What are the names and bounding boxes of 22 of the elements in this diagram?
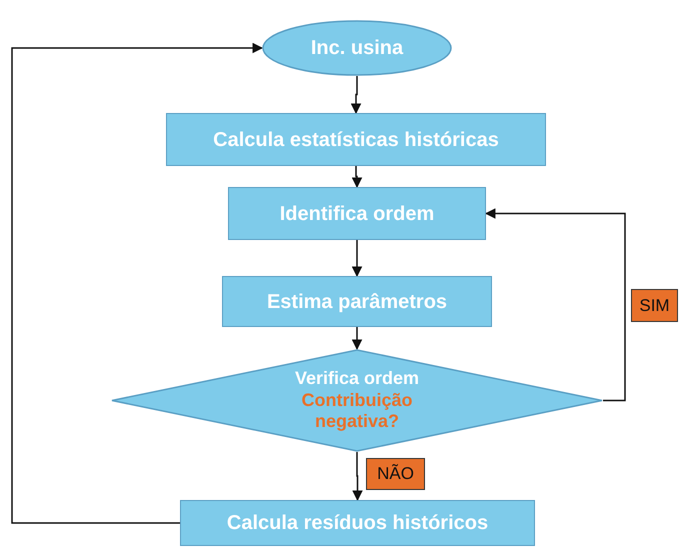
- node-text: Verifica ordem: [294, 368, 420, 390]
- arrow: [11, 42, 264, 524]
- process-box: [228, 187, 486, 240]
- start-ellipse: [262, 20, 452, 76]
- process-box: [222, 276, 492, 327]
- arrow: [352, 327, 362, 350]
- arrow: [352, 452, 363, 502]
- arrow: [352, 240, 362, 278]
- edge-label: SIM: [631, 289, 678, 322]
- node-text: Contribuição negativa?: [300, 390, 414, 433]
- arrow: [350, 76, 362, 114]
- arrow: [352, 166, 362, 188]
- node-text: Calcula resíduos históricos: [226, 511, 488, 535]
- arrow: [484, 208, 626, 402]
- decision-diamond: [111, 349, 603, 452]
- node-text: Calcula estatísticas históricas: [213, 128, 499, 152]
- process-box: [180, 500, 535, 546]
- node-text: Estima parâmetros: [266, 290, 448, 314]
- node-text: Identifica ordem: [280, 202, 434, 226]
- edge-label: NÃO: [366, 458, 425, 490]
- node-text: Inc. usina: [310, 36, 404, 60]
- process-box: [166, 113, 546, 166]
